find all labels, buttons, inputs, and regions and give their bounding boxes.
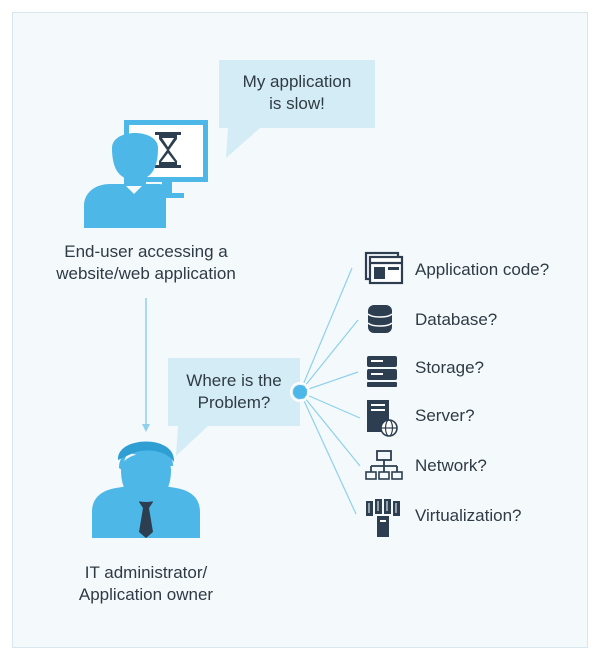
storage-icon bbox=[367, 356, 397, 387]
end-user-speech-line-1: My application bbox=[242, 72, 352, 91]
problem-area-network: Network? bbox=[415, 456, 487, 475]
database-icon bbox=[367, 305, 393, 333]
hourglass-icon bbox=[155, 132, 181, 168]
problem-area-application-code: Application code? bbox=[415, 260, 550, 279]
flow-arrow bbox=[142, 298, 150, 432]
problem-area-virtualization: Virtualization? bbox=[415, 506, 522, 525]
end-user-speech: My application is slow! bbox=[219, 71, 375, 115]
admin-speech-line-2: Problem? bbox=[197, 393, 271, 412]
end-user-speech-line-2: is slow! bbox=[269, 94, 325, 113]
admin-caption-line-1: IT administrator/ bbox=[84, 563, 208, 582]
hub-node bbox=[290, 382, 310, 402]
network-icon bbox=[365, 450, 403, 480]
end-user-caption-line-2: website/web application bbox=[56, 264, 236, 283]
admin-speech-bubble bbox=[168, 358, 300, 456]
admin-speech-line-1: Where is the bbox=[186, 371, 282, 390]
end-user-speech-bubble bbox=[219, 60, 375, 158]
application-window-icon bbox=[364, 251, 404, 285]
end-user-icon bbox=[84, 120, 208, 228]
problem-area-storage: Storage? bbox=[415, 358, 484, 377]
server-icon bbox=[367, 400, 398, 437]
admin-caption: IT administrator/ Application owner bbox=[46, 562, 246, 606]
end-user-caption: End-user accessing a website/web applica… bbox=[36, 241, 256, 285]
admin-icon bbox=[92, 441, 200, 538]
end-user-caption-line-1: End-user accessing a bbox=[64, 242, 228, 261]
connector-lines bbox=[299, 267, 361, 515]
problem-area-database: Database? bbox=[415, 310, 498, 329]
admin-caption-line-2: Application owner bbox=[78, 585, 214, 604]
virtualization-icon bbox=[366, 499, 400, 537]
admin-speech: Where is the Problem? bbox=[168, 370, 300, 414]
problem-area-server: Server? bbox=[415, 406, 475, 425]
